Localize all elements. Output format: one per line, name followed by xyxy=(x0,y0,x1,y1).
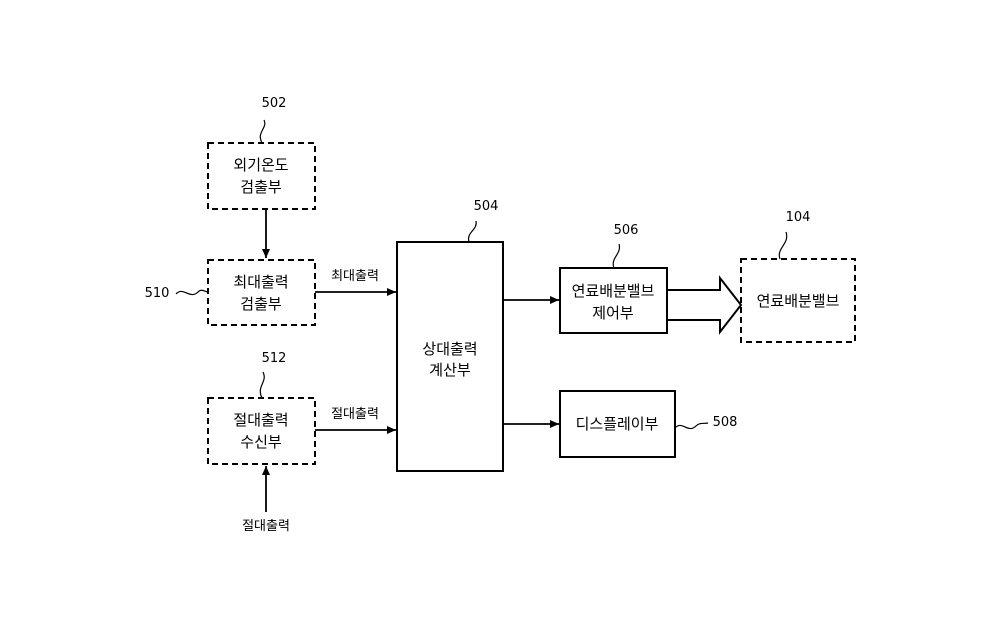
ref-502-leader xyxy=(260,120,265,143)
ref-508: 508 xyxy=(713,415,738,430)
valve-block: 연료배분밸브 xyxy=(741,259,855,342)
signal-max-output: 최대출력 xyxy=(331,269,379,284)
abs-output-label-2: 수신부 xyxy=(240,433,282,451)
signal-abs-output: 절대출력 xyxy=(331,407,379,422)
valve-control-label-1: 연료배분밸브 xyxy=(572,282,655,300)
relative-calc-label-2: 계산부 xyxy=(429,361,471,379)
ref-510: 510 xyxy=(145,286,170,301)
abs-output-block: 절대출력 수신부 xyxy=(208,398,315,464)
hollow-arrow-control-to-valve xyxy=(667,278,741,332)
outside-temp-block: 외기온도 검출부 xyxy=(208,143,315,209)
ref-508-leader xyxy=(675,423,708,429)
max-output-label-2: 검출부 xyxy=(240,295,282,313)
valve-control-block: 연료배분밸브 제어부 xyxy=(560,268,667,333)
ref-502: 502 xyxy=(262,96,287,111)
ref-104-leader xyxy=(779,232,786,259)
ref-504: 504 xyxy=(474,199,499,214)
valve-control-label-2: 제어부 xyxy=(592,304,634,322)
valve-label: 연료배분밸브 xyxy=(757,292,840,310)
ref-504-leader xyxy=(469,221,477,242)
ref-506-leader xyxy=(613,244,619,268)
relative-calc-block: 상대출력 계산부 xyxy=(397,242,503,471)
max-output-label-1: 최대출력 xyxy=(233,273,288,291)
ref-510-leader xyxy=(176,290,208,294)
ref-104: 104 xyxy=(786,210,811,225)
outside-temp-label-1: 외기온도 xyxy=(233,156,288,174)
ref-512-leader xyxy=(260,372,264,398)
outside-temp-label-2: 검출부 xyxy=(240,178,282,196)
signal-abs-input: 절대출력 xyxy=(242,519,290,534)
ref-512: 512 xyxy=(262,351,287,366)
display-label: 디스플레이부 xyxy=(576,415,659,433)
display-block: 디스플레이부 xyxy=(560,391,675,457)
relative-calc-label-1: 상대출력 xyxy=(422,340,477,358)
abs-output-label-1: 절대출력 xyxy=(233,411,288,429)
max-output-block: 최대출력 검출부 xyxy=(208,260,315,325)
ref-506: 506 xyxy=(614,223,639,238)
